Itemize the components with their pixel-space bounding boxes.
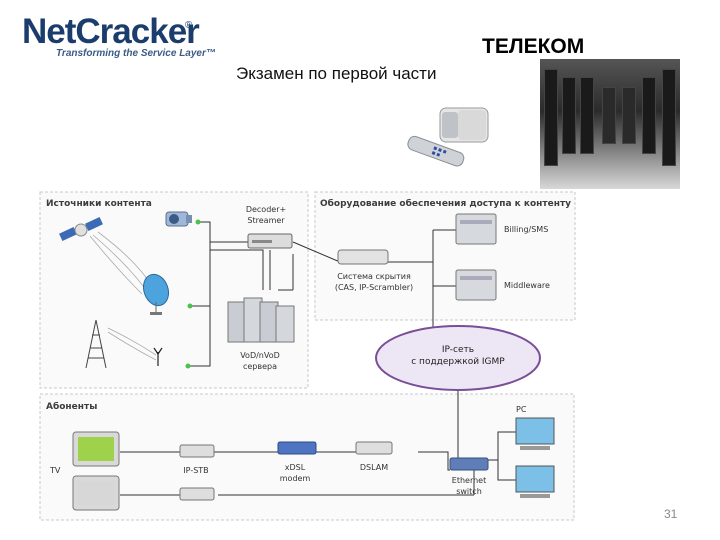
decoder-label-line2: Streamer: [247, 216, 285, 225]
netcracker-logo: NetCracker: [22, 12, 200, 51]
cas-scrambler-icon: [337, 249, 389, 265]
video-camera-icon: [165, 211, 192, 227]
access-section-title: Оборудование обеспечения доступа к конте…: [320, 198, 571, 209]
ethernet-switch-icon: [449, 457, 489, 471]
ip-stb-icon-top: [179, 444, 215, 458]
ip-network-ellipse: [375, 325, 541, 391]
antenna-icon: [153, 347, 163, 366]
ip-network-label-line1: IP-сеть: [442, 345, 474, 355]
ethernet-label-line2: switch: [456, 487, 482, 496]
subscribers-section-frame: [39, 393, 575, 521]
stb-remote-photo: [407, 107, 489, 167]
dslam-label: DSLAM: [360, 463, 388, 472]
decoder-streamer-icon: [247, 233, 293, 249]
iptv-network-diagram: Источники контента Оборудование обеспече…: [39, 191, 576, 521]
tv-icon-bottom: [72, 475, 120, 511]
link-indicator-dots: [185, 219, 201, 369]
tv-tower-icon: [85, 319, 107, 369]
dslam-icon: [355, 441, 393, 455]
vod-server-icon: [227, 297, 295, 343]
ethernet-label-line1: Ethernet: [452, 476, 486, 485]
datacenter-photo: [540, 59, 680, 189]
pc-icon-bottom: [515, 465, 555, 498]
tv-label: TV: [49, 466, 61, 475]
xdsl-modem-icon: [277, 441, 317, 455]
pc-icon-top: [515, 417, 555, 450]
vod-label-line2: сервера: [243, 362, 277, 371]
tv-icon-top: [72, 431, 120, 467]
ipstb-label: IP-STB: [183, 466, 208, 475]
sources-section-title: Источники контента: [46, 199, 152, 209]
logo-registered-mark: ®: [185, 20, 193, 31]
subscribers-section-title: Абоненты: [46, 401, 97, 412]
billing-label: Billing/SMS: [504, 225, 548, 234]
ip-stb-icon-bottom: [179, 487, 215, 501]
middleware-server-icon: [455, 269, 497, 301]
ip-network-label-line2: с поддержкой IGMP: [411, 357, 505, 367]
logo-tagline: Transforming the Service Layer™: [56, 48, 216, 59]
cas-label-line2: (CAS, IP-Scrambler): [335, 283, 413, 292]
pc-label: PC: [516, 405, 527, 414]
xdsl-label-line2: modem: [280, 474, 311, 483]
billing-server-icon: [455, 213, 497, 245]
satellite-icon: [59, 216, 103, 242]
page-subtitle: Экзамен по первой части: [236, 64, 437, 83]
connection-lines: [120, 221, 516, 496]
vod-label-line1: VoD/nVoD: [240, 351, 280, 360]
decoder-label-line1: Decoder+: [246, 205, 286, 214]
satellite-dish-icon: [142, 273, 170, 315]
cas-label-line1: Система скрытия: [337, 272, 411, 281]
page-number: 31: [664, 507, 678, 521]
xdsl-label-line1: xDSL: [285, 463, 306, 472]
middleware-label: Middleware: [504, 281, 550, 290]
page-title: ТЕЛЕКОМ: [482, 35, 585, 58]
